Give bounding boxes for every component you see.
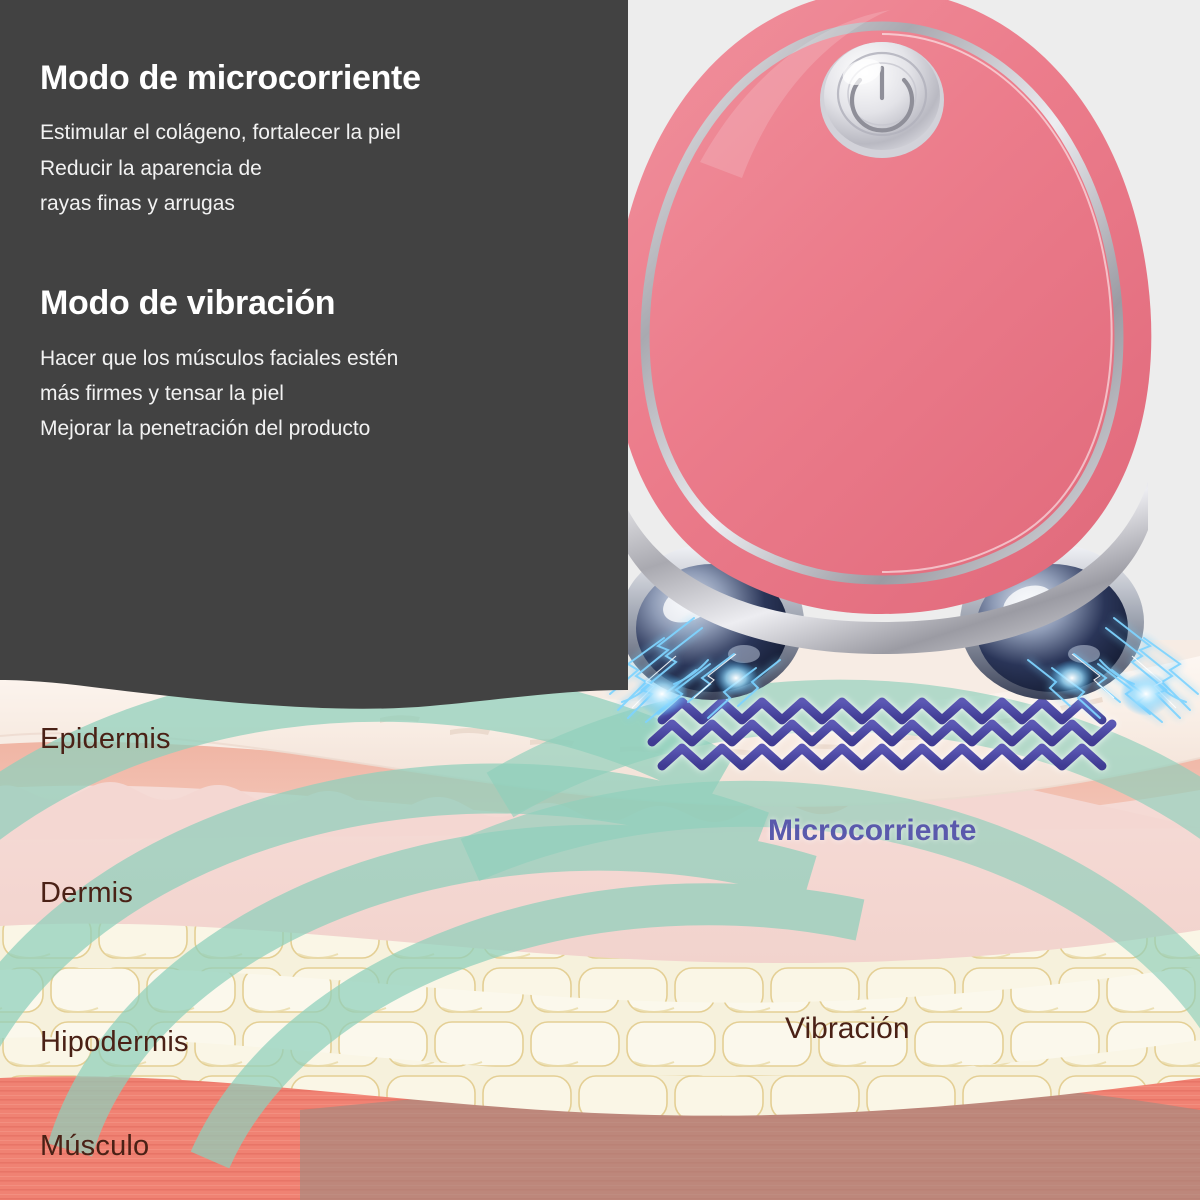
info-panel-background bbox=[0, 0, 628, 709]
effect-label-vibration: Vibración bbox=[785, 1012, 910, 1045]
section-line: más firmes y tensar la piel bbox=[40, 381, 284, 405]
section-vibration: Modo de vibración Hacer que los músculos… bbox=[40, 284, 628, 446]
power-icon bbox=[849, 65, 915, 133]
microcurrent-zigzag-waves bbox=[647, 697, 1117, 792]
info-panel: Modo de microcorriente Estimular el colá… bbox=[0, 0, 628, 740]
section-heading-vibration: Modo de vibración bbox=[40, 284, 336, 323]
section-spacer bbox=[40, 221, 628, 285]
section-line: Hacer que los músculos faciales estén bbox=[40, 346, 399, 370]
skin-layer-label-hipodermis: Hipodermis bbox=[40, 1026, 189, 1058]
section-line: Mejorar la penetración del producto bbox=[40, 417, 371, 441]
microcurrent-device-illustration bbox=[560, 0, 1200, 712]
device-power-button bbox=[820, 42, 944, 158]
device-chrome-trim bbox=[640, 21, 1124, 585]
section-heading-microcurrent: Modo de microcorriente bbox=[40, 59, 421, 97]
section-line: Estimular el colágeno, fortalecer la pie… bbox=[40, 121, 401, 145]
section-line: Reducir la aparencia de bbox=[40, 156, 262, 180]
section-line: rayas finas y arrugas bbox=[40, 191, 235, 215]
section-microcurrent: Modo de microcorriente Estimular el colá… bbox=[40, 59, 628, 221]
skin-layer-label-dermis: Dermis bbox=[40, 877, 134, 909]
skin-layer-label-musculo: Músculo bbox=[40, 1130, 150, 1162]
skin-layer-label-epidermis: Epidermis bbox=[40, 723, 171, 755]
device-body bbox=[612, 0, 1152, 614]
effect-label-microcurrent: Microcorriente bbox=[768, 814, 977, 847]
